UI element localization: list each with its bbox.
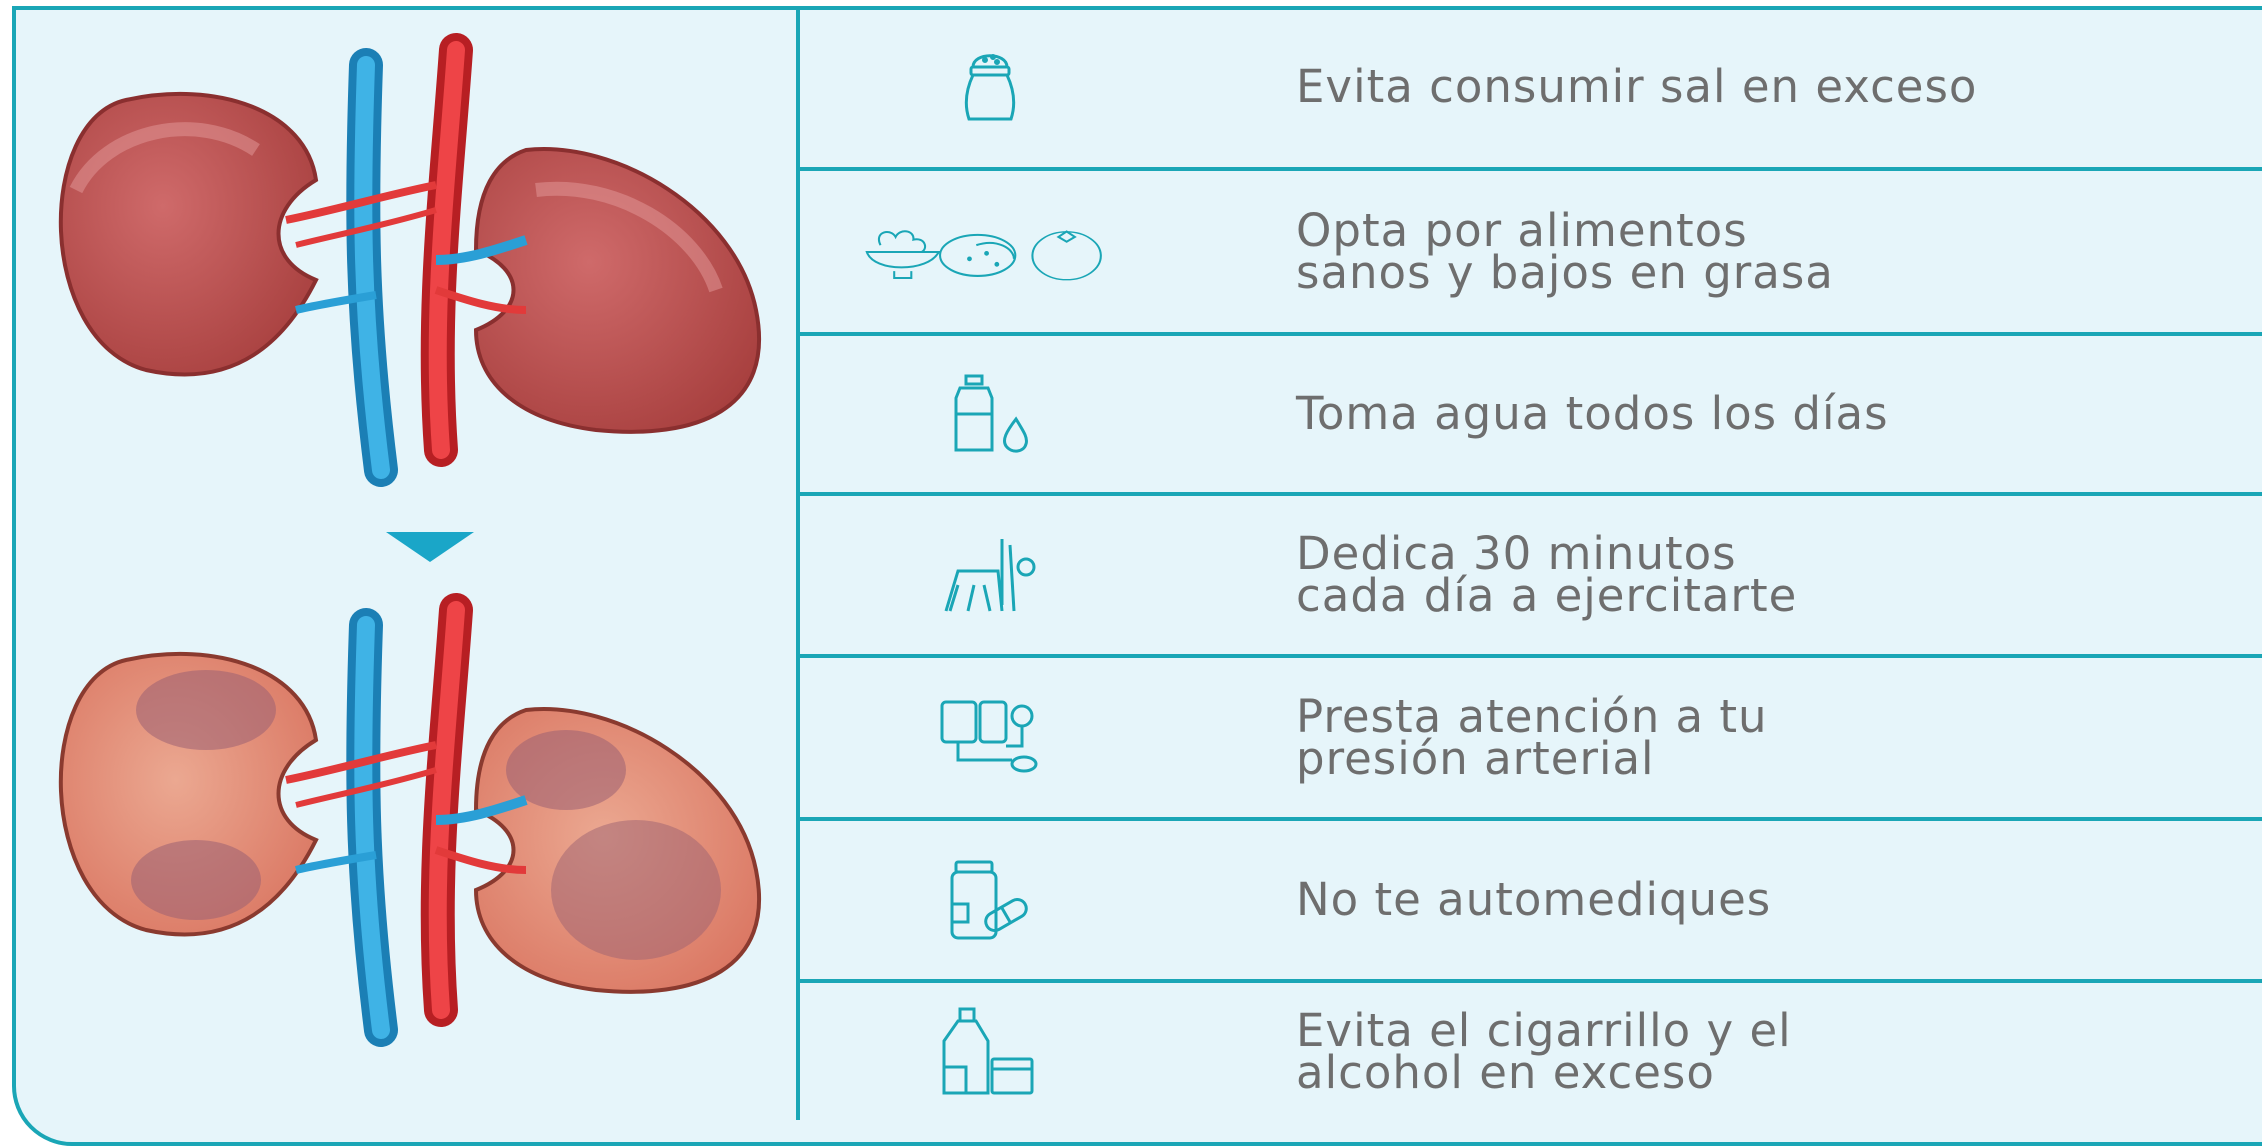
list-item: Dedica 30 minutos cada día a ejercitarte — [800, 496, 2262, 658]
tip-text: Toma agua todos los días — [1296, 387, 1889, 440]
list-item: No te automediques — [800, 821, 2262, 983]
tip-text: Presta atención a tu presión arterial — [1296, 689, 1768, 785]
damaged-kidneys — [58, 593, 762, 1047]
list-item: Opta por alimentos sanos y bajos en gras… — [800, 171, 2262, 336]
healthy-kidneys — [58, 33, 762, 487]
bottle-glass-icon — [860, 983, 1120, 1120]
vegetables-icon — [860, 171, 1120, 332]
tip-text: Evita consumir sal en exceso — [1296, 59, 1978, 113]
kidney-illustration-panel — [16, 10, 798, 1120]
water-bottle-icon — [860, 336, 1120, 492]
tip-text: Opta por alimentos sanos y bajos en gras… — [1296, 203, 1834, 299]
blood-pressure-monitor-icon — [860, 658, 1120, 817]
list-item: Evita consumir sal en exceso — [800, 6, 2262, 171]
list-item: Evita el cigarrillo y el alcohol en exce… — [800, 983, 2262, 1120]
tip-text: Evita el cigarrillo y el alcohol en exce… — [1296, 1003, 1792, 1099]
column-divider — [796, 6, 800, 1120]
list-item: Toma agua todos los días — [800, 336, 2262, 496]
medicine-bottle-pill-icon — [860, 821, 1120, 979]
tip-text: No te automediques — [1296, 873, 1772, 926]
salt-shaker-icon — [860, 6, 1120, 167]
list-item: Presta atención a tu presión arterial — [800, 658, 2262, 821]
tip-text: Dedica 30 minutos cada día a ejercitarte — [1296, 527, 1798, 622]
kidney-illustration — [58, 33, 762, 1047]
exercise-icon — [860, 496, 1120, 654]
tips-list: Evita consumir sal en exceso Opta por al… — [800, 6, 2262, 1120]
down-arrow-icon — [386, 532, 474, 562]
